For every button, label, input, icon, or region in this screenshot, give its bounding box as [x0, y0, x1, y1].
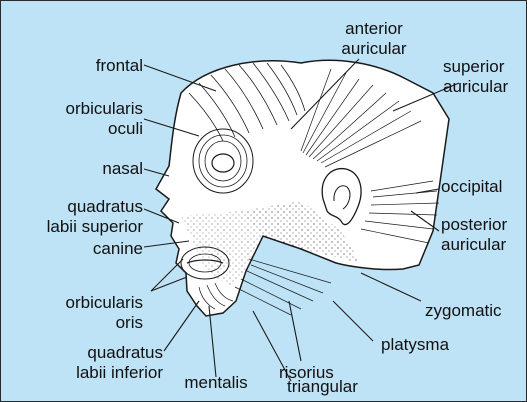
label-zygomatic: zygomatic: [425, 301, 502, 321]
label-triangular: triangular: [287, 377, 358, 397]
label-orbicularis-oculi-2: oculi: [21, 119, 143, 139]
label-quadratus-labii-inferior-2: labii inferior: [11, 363, 163, 383]
label-canine: canine: [21, 239, 143, 259]
label-anterior-auricular-1: anterior: [329, 19, 419, 39]
label-quadratus-labii-superior-1: quadratus: [21, 197, 143, 217]
label-frontal: frontal: [21, 56, 143, 76]
label-anterior-auricular-2: auricular: [329, 39, 419, 59]
label-quadratus-labii-superior-2: labii superior: [11, 217, 143, 237]
label-quadratus-labii-inferior-1: quadratus: [21, 343, 163, 363]
label-superior-auricular-2: auricular: [443, 77, 508, 97]
label-platysma: platysma: [381, 335, 449, 355]
label-orbicularis-oris-1: orbicularis: [21, 293, 143, 313]
label-orbicularis-oris-2: oris: [21, 313, 143, 333]
label-posterior-auricular-2: auricular: [441, 235, 506, 255]
label-orbicularis-oculi-1: orbicularis: [21, 99, 143, 119]
label-occipital: occipital: [441, 177, 502, 197]
label-nasal: nasal: [21, 159, 143, 179]
label-posterior-auricular-1: posterior: [441, 215, 507, 235]
label-superior-auricular-1: superior: [443, 57, 504, 77]
label-mentalis: mentalis: [173, 373, 259, 393]
